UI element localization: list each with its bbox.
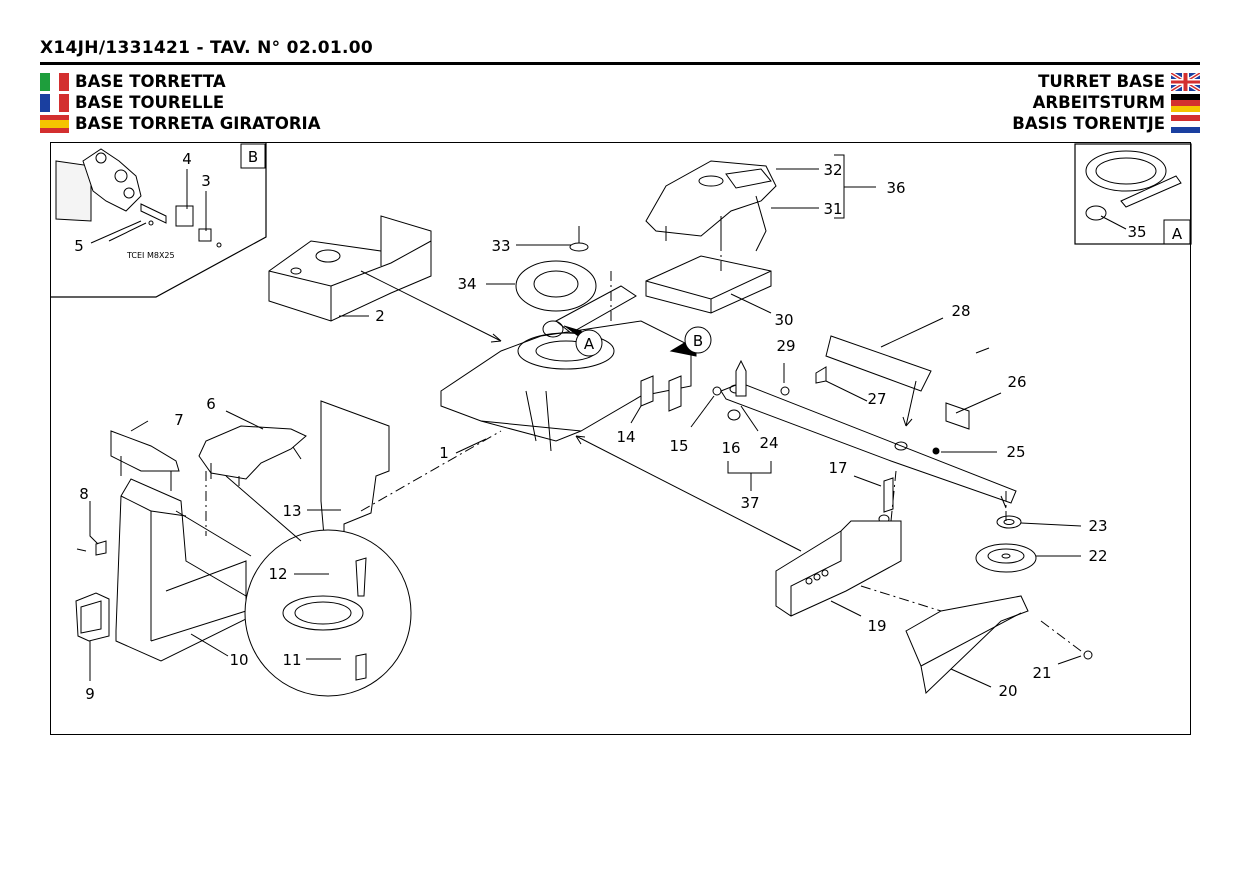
- titles-right: TURRET BASE ARBEITSTURM BASIS TORENTJE: [1012, 71, 1200, 134]
- title-nl: BASIS TORENTJE: [1012, 113, 1200, 134]
- title-de: ARBEITSTURM: [1012, 92, 1200, 113]
- callout-19: 19: [867, 617, 886, 635]
- part-9-box: [75, 592, 110, 642]
- callout-16: 16: [721, 439, 740, 457]
- detail-b-tag: B: [248, 148, 258, 166]
- callout-28: 28: [951, 302, 970, 320]
- callout-30: 30: [774, 311, 793, 329]
- part-19-tray: [775, 520, 902, 617]
- callout-11: 11: [282, 651, 301, 669]
- part-35-motor: [542, 285, 637, 338]
- callout-14: 14: [616, 428, 635, 446]
- callout-32: 32: [823, 161, 842, 179]
- callout-29: 29: [776, 337, 795, 355]
- callout-31: 31: [823, 200, 842, 218]
- part-34-slewing-ring: [515, 260, 597, 312]
- detail-magnifier: [175, 475, 412, 697]
- title-en-text: TURRET BASE: [1038, 72, 1165, 91]
- callout-15: 15: [669, 437, 688, 455]
- callout-9: 9: [85, 685, 95, 703]
- italy-flag-icon: [40, 72, 69, 91]
- callout-25: 25: [1006, 443, 1025, 461]
- part-21-cap: [1083, 650, 1093, 660]
- detail-b-note: TCEI M8X25: [126, 251, 175, 260]
- callout-10: 10: [229, 651, 248, 669]
- part-6-pad: [198, 425, 307, 486]
- part-20-guard: [905, 595, 1029, 695]
- callout-34: 34: [457, 275, 476, 293]
- drawing-code: X14JH/1331421 - TAV. N° 02.01.00: [40, 38, 373, 58]
- view-tag-a: A: [563, 325, 603, 357]
- callout-numbers: 1 2 6 7 8 9 10 11 12 13 14 15 16 17 19 2…: [79, 161, 1107, 703]
- callout-1: 1: [439, 444, 449, 462]
- callout-6: 6: [206, 395, 216, 413]
- callout-27: 27: [867, 390, 886, 408]
- part-17-pin: [878, 477, 894, 524]
- part-26-plate: [945, 402, 970, 430]
- part-10-column: [115, 478, 247, 662]
- leader-lines: [89, 154, 1082, 688]
- exploded-view-drawing: B 4 3 5 TCEI M8X25 A 35: [51, 143, 1192, 703]
- callout-13: 13: [282, 502, 301, 520]
- callout-22: 22: [1088, 547, 1107, 565]
- callout-24: 24: [759, 434, 778, 452]
- detail-a-tag: A: [1172, 225, 1183, 243]
- title-fr: BASE TOURELLE: [40, 92, 320, 113]
- uk-flag-icon: [1171, 72, 1200, 91]
- title-it-text: BASE TORRETTA: [75, 72, 226, 91]
- callout-20: 20: [998, 682, 1017, 700]
- part-28-bracket: [815, 335, 932, 392]
- assembly-lines: [205, 241, 1082, 652]
- svg-text:B: B: [693, 332, 703, 350]
- assembly-arrows: [360, 270, 917, 552]
- callout-12: 12: [268, 565, 287, 583]
- callout-26: 26: [1007, 373, 1026, 391]
- detail-b-callout-4: 4: [182, 150, 192, 168]
- callout-21: 21: [1032, 664, 1051, 682]
- callout-17: 17: [828, 459, 847, 477]
- detail-b-callout-5: 5: [74, 237, 84, 255]
- small-pins: [640, 347, 990, 455]
- detail-a-callout-35: 35: [1127, 223, 1146, 241]
- callout-2: 2: [375, 307, 385, 325]
- callout-36: 36: [886, 179, 905, 197]
- netherlands-flag-icon: [1171, 114, 1200, 133]
- title-it: BASE TORRETTA: [40, 71, 320, 92]
- spain-flag-icon: [40, 114, 69, 133]
- part-23-washer: [996, 515, 1022, 529]
- callout-8: 8: [79, 485, 89, 503]
- part-8-clip: [76, 540, 107, 556]
- title-nl-text: BASIS TORENTJE: [1012, 114, 1165, 133]
- exploded-view-frame: B 4 3 5 TCEI M8X25 A 35: [50, 142, 1192, 735]
- title-fr-text: BASE TOURELLE: [75, 93, 225, 112]
- part-31-cover: [645, 160, 777, 252]
- part-13-panel: [320, 400, 390, 547]
- view-tag-b: B: [669, 326, 712, 357]
- detail-b-callout-3: 3: [201, 172, 211, 190]
- title-es: BASE TORRETA GIRATORIA: [40, 113, 320, 134]
- part-33-bolt: [569, 226, 589, 252]
- part-2-frame: [268, 215, 432, 322]
- header-rule: [40, 62, 1200, 65]
- central-turret-body: [440, 320, 692, 452]
- part-22-pulley: [975, 543, 1037, 573]
- callout-37: 37: [740, 494, 759, 512]
- callout-33: 33: [491, 237, 510, 255]
- germany-flag-icon: [1171, 93, 1200, 112]
- detail-b-inset: B 4 3 5 TCEI M8X25: [51, 143, 267, 298]
- callout-7: 7: [174, 411, 184, 429]
- france-flag-icon: [40, 93, 69, 112]
- part-7-handle: [110, 430, 180, 491]
- svg-text:A: A: [584, 335, 595, 353]
- title-en: TURRET BASE: [1012, 71, 1200, 92]
- titles-left: BASE TORRETTA BASE TOURELLE BASE TORRETA…: [40, 71, 320, 134]
- callout-23: 23: [1088, 517, 1107, 535]
- title-es-text: BASE TORRETA GIRATORIA: [75, 114, 321, 133]
- detail-a-inset: A 35: [1074, 143, 1192, 245]
- title-de-text: ARBEITSTURM: [1032, 93, 1165, 112]
- part-30-plate: [645, 255, 772, 314]
